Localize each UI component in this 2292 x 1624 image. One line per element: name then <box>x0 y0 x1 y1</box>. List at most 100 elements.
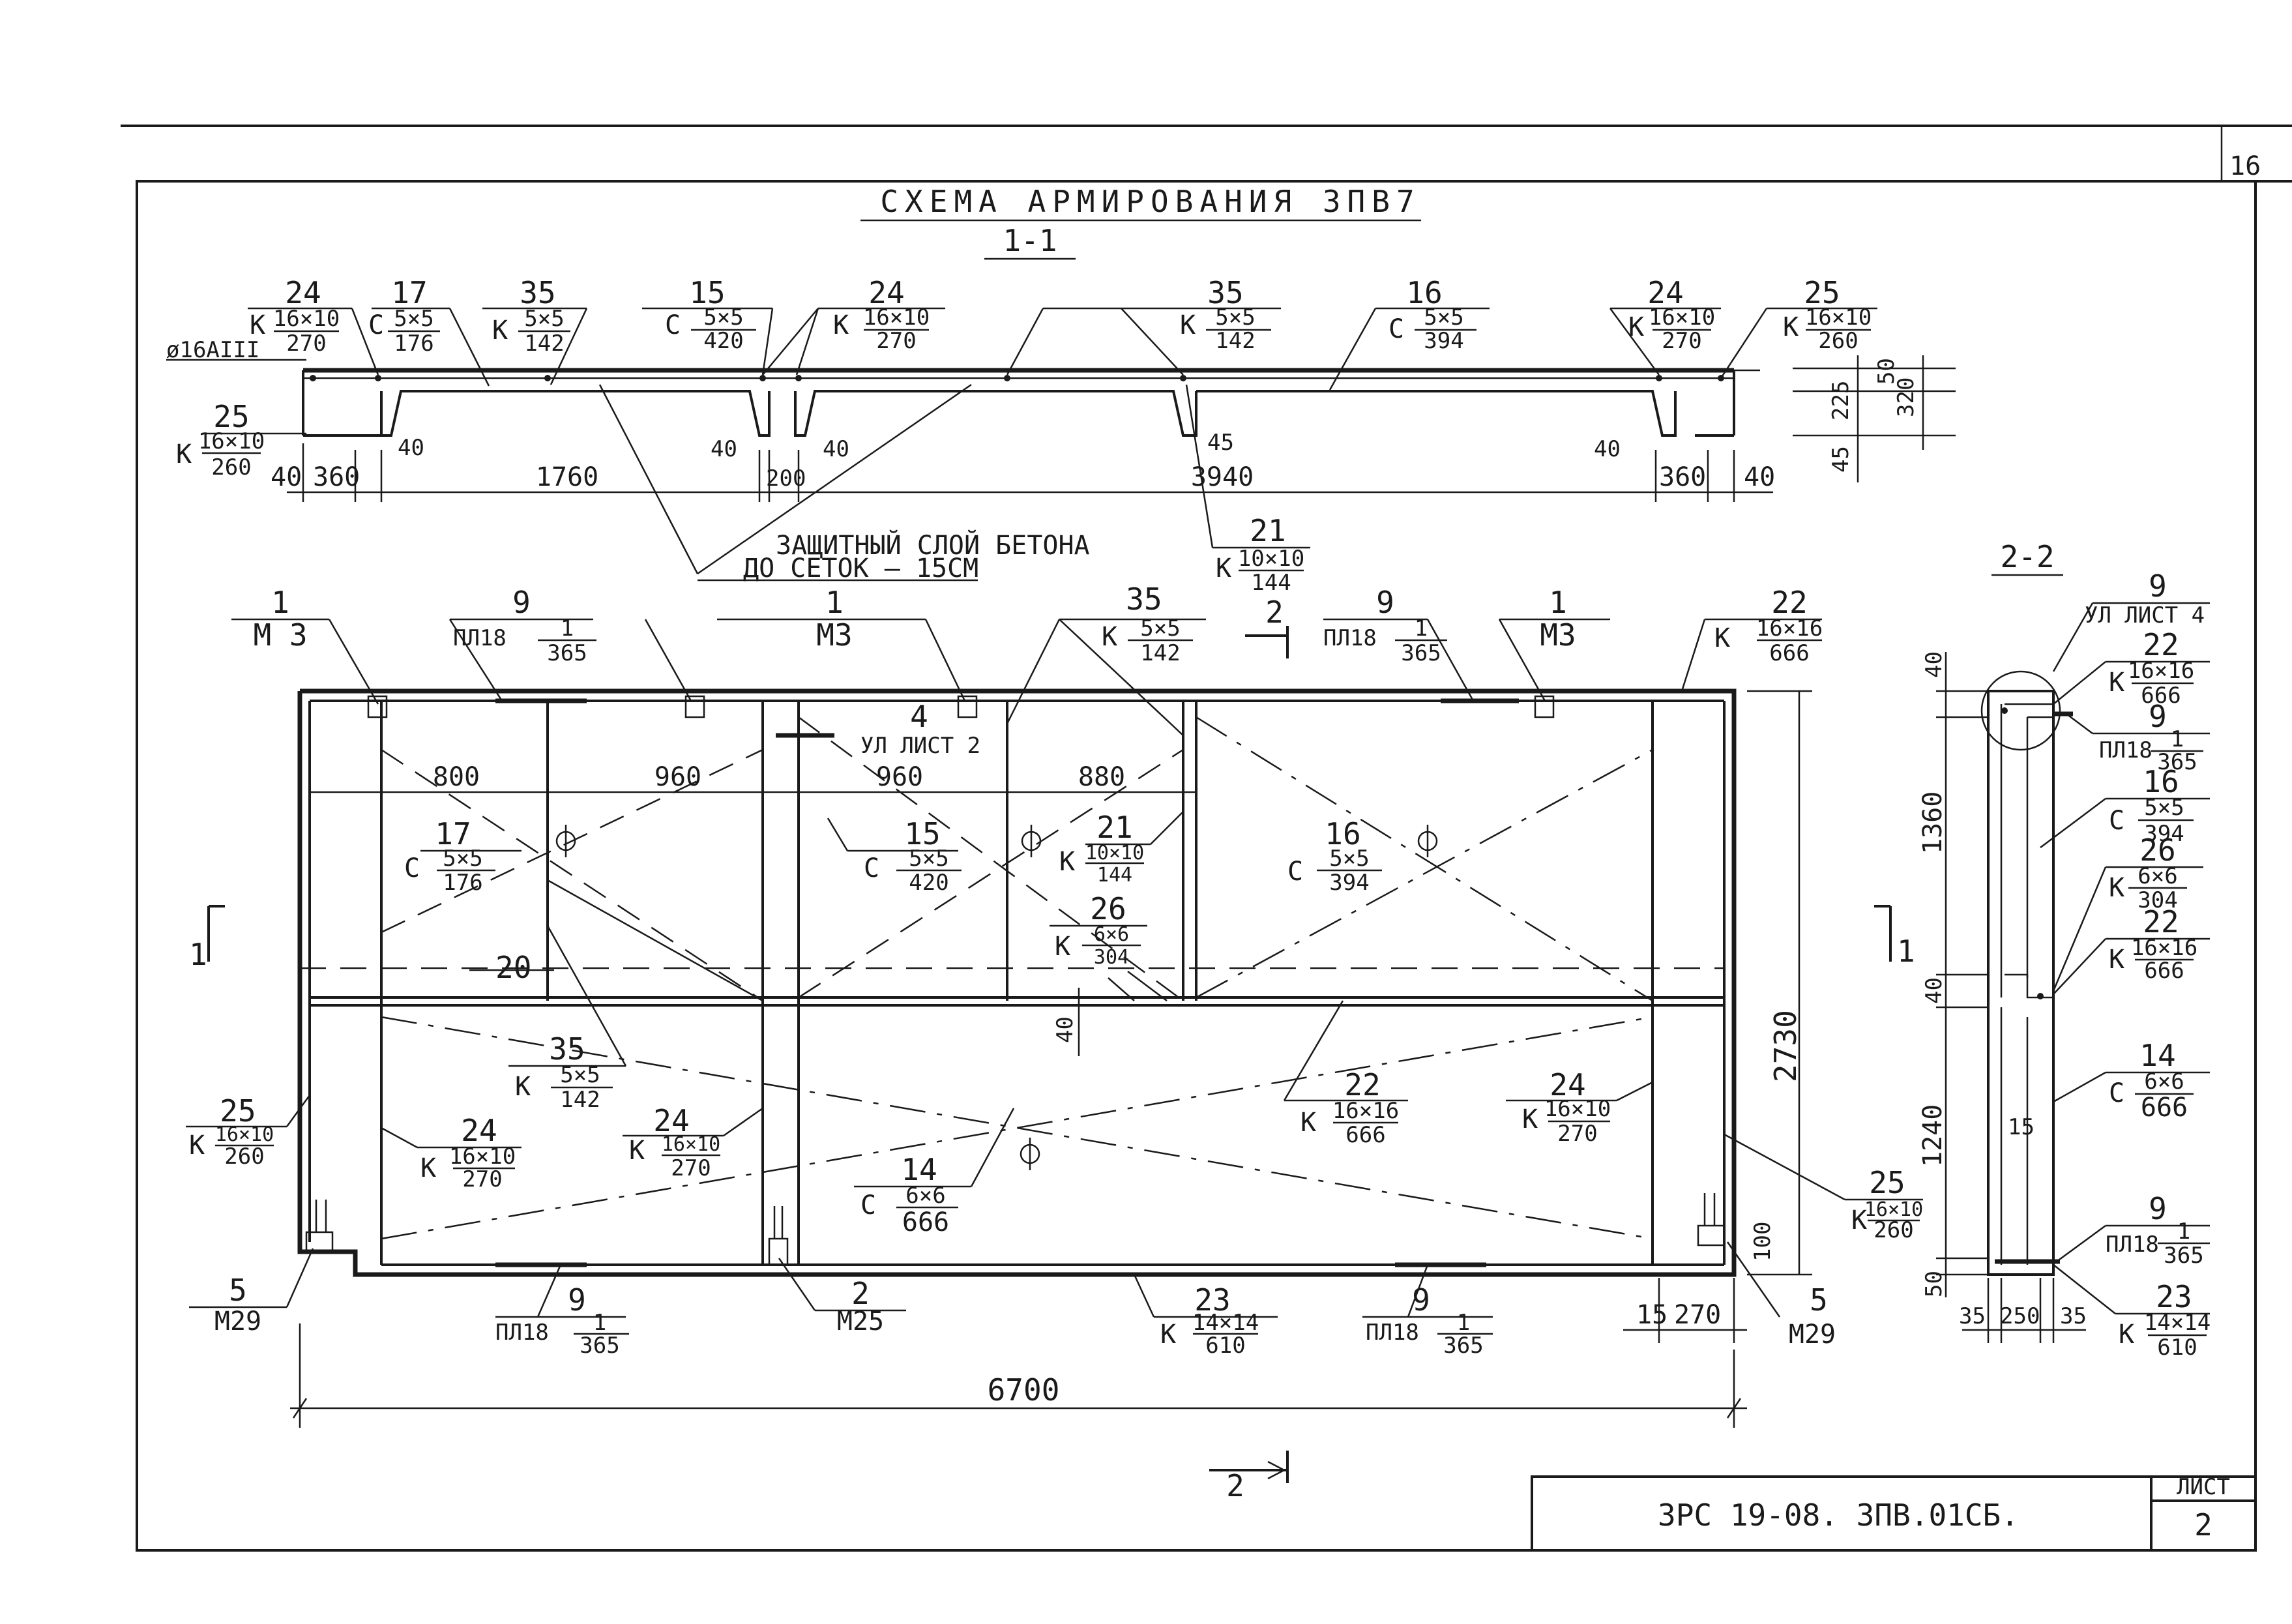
section-cut-markers: 1 1 <box>189 905 1915 972</box>
section-mark-label: 2 <box>1226 1468 1244 1503</box>
callout-mark: К <box>1216 554 1231 583</box>
callout-frac-bot: 270 <box>286 331 326 357</box>
dim-label: 40 <box>1921 651 1947 678</box>
dim-label: 40 <box>1921 977 1947 1004</box>
callout-mark: С <box>1287 857 1303 887</box>
callout-mark: С <box>404 853 420 883</box>
callout-mark: С <box>860 1190 876 1220</box>
callout-frac-top: 5×5 <box>909 846 948 872</box>
callout-frac-bot: 394 <box>2144 821 2184 847</box>
callout-frac-bot: 260 <box>211 454 251 480</box>
dim-label: 40 <box>1594 436 1621 462</box>
sheet-corner-number: 16 <box>2229 151 2261 181</box>
dim-label: 50 <box>1873 358 1900 385</box>
callout-mark: К <box>2109 668 2124 698</box>
callout-mark: К <box>176 439 192 469</box>
callout-frac-top: 16×10 <box>1864 1198 1923 1221</box>
dim-label: 40 <box>1744 462 1775 492</box>
callout-frac-top: 5×5 <box>524 306 564 332</box>
callout-pos: 9 <box>2149 1191 2167 1226</box>
callout-pos: 25 <box>1869 1165 1905 1200</box>
plan-misc-dims: 20 40 2730 100 <box>469 690 1812 1276</box>
callout-pos: 1 <box>271 585 289 620</box>
section-1-1-dims: 40 360 40 1760 40 200 40 45 3940 40 360 … <box>271 430 1775 502</box>
dim-label: 960 <box>654 762 701 792</box>
callout-pos: 1 <box>825 585 844 620</box>
title-block: ЗРС 19-08. ЗПВ.01СБ. ЛИСТ 2 <box>1531 1474 2257 1552</box>
callout-frac-bot: 365 <box>2157 749 2197 775</box>
callout-mark: К <box>2119 1320 2134 1350</box>
callout-pos: 14 <box>2139 1038 2175 1073</box>
callout-pos: 5 <box>1810 1282 1828 1318</box>
callout-mark: К <box>1180 310 1196 340</box>
callout-frac-bot: 666 <box>2141 1093 2188 1123</box>
callout-frac-top: 16×10 <box>273 306 340 332</box>
dim-label: 40 <box>271 462 302 492</box>
callout-mark: К <box>1055 932 1070 962</box>
callout-sub: М3 <box>1540 617 1576 653</box>
callout-mark: К <box>1300 1108 1316 1138</box>
callout-frac-top: 1 <box>1415 615 1428 642</box>
callout-pos: 9 <box>2149 568 2167 604</box>
callout-frac-bot: 394 <box>1329 870 1369 896</box>
callout-frac-bot: 260 <box>1818 328 1858 354</box>
callout-frac-bot: 420 <box>909 870 948 896</box>
callout-frac-bot: 270 <box>1557 1121 1597 1147</box>
callout-frac-bot: 666 <box>1345 1122 1385 1148</box>
callout-mark: С <box>1388 314 1404 344</box>
sheet-frame <box>121 125 2292 1552</box>
callout-mark: К <box>1714 623 1730 653</box>
document-code: ЗРС 19-08. ЗПВ.01СБ. <box>1658 1498 2019 1533</box>
callout-sub: М29 <box>1789 1320 1836 1350</box>
callout-frac-bot: 260 <box>224 1144 264 1170</box>
dim-label: 225 <box>1828 381 1854 421</box>
callout-frac-bot: 270 <box>1662 328 1701 354</box>
drawing-title: СХЕМА АРМИРОВАНИЯ ЗПВ7 <box>880 184 1420 219</box>
callout-frac-top: 5×5 <box>443 846 482 872</box>
dim-label: 1760 <box>536 462 598 492</box>
callout-frac-bot: 142 <box>1215 328 1255 354</box>
callout-pos: 9 <box>512 585 531 620</box>
callout-pos: 26 <box>1090 891 1126 926</box>
callout-sub: ПЛ18 <box>2106 1232 2159 1258</box>
dim-label: 100 <box>1750 1222 1776 1262</box>
callout-mark: К <box>1522 1104 1538 1134</box>
callout-pos: 2 <box>851 1276 870 1311</box>
callout-pos: 1 <box>1549 585 1567 620</box>
plan-bottom-callouts: 5 М29 9 ПЛ18 1 365 2 М25 23 К 14×14 610 … <box>189 1241 1836 1359</box>
callout-pos: 17 <box>391 275 427 310</box>
callout-pos: 23 <box>2156 1279 2192 1314</box>
sheet-number: 2 <box>2194 1507 2212 1543</box>
callout-pos: 14 <box>901 1152 937 1187</box>
callout-pos: 24 <box>1647 275 1683 310</box>
callout-pos: 15 <box>689 275 725 310</box>
callout-frac-bot: 304 <box>2138 887 2177 913</box>
callout-frac-top: 16×10 <box>198 428 265 454</box>
callout-sub: ПЛ18 <box>1366 1320 1419 1346</box>
callout-mark: К <box>2109 873 2124 903</box>
callout-pos: 22 <box>1344 1067 1380 1102</box>
dim-label: 50 <box>1921 1271 1947 1297</box>
dim-label: 40 <box>1052 1016 1078 1043</box>
callout-frac-bot: 666 <box>2141 683 2181 709</box>
plan-length-dims: 15 270 6700 <box>290 1278 1747 1428</box>
callout-frac-bot: 270 <box>462 1166 502 1192</box>
dim-label: 320 <box>1893 377 1919 417</box>
section-mark-label: 2 <box>1265 595 1284 630</box>
section-2-2-label: 2-2 <box>2000 539 2054 574</box>
callout-mark: К <box>420 1153 436 1183</box>
callout-pos: 25 <box>220 1093 256 1129</box>
callout-mark: К <box>1160 1320 1176 1350</box>
plan-top-callouts: 1 М 3 9 ПЛ18 1 365 1 М3 35 К 5×5 142 9 П… <box>231 582 1823 759</box>
section-1-1-height-dims: 50 225 320 45 <box>1793 355 1956 482</box>
callout-frac-bot: 420 <box>703 328 743 354</box>
callout-pos: 17 <box>435 816 471 851</box>
dim-label: 360 <box>313 462 360 492</box>
callout-pos: 24 <box>461 1113 497 1148</box>
rebar-label: ø16АIII <box>166 337 259 363</box>
callout-frac-bot: 142 <box>560 1087 600 1113</box>
callout-pos: 15 <box>904 816 940 851</box>
callout-mark: К <box>250 310 265 340</box>
callout-frac-bot: 142 <box>1140 640 1180 666</box>
